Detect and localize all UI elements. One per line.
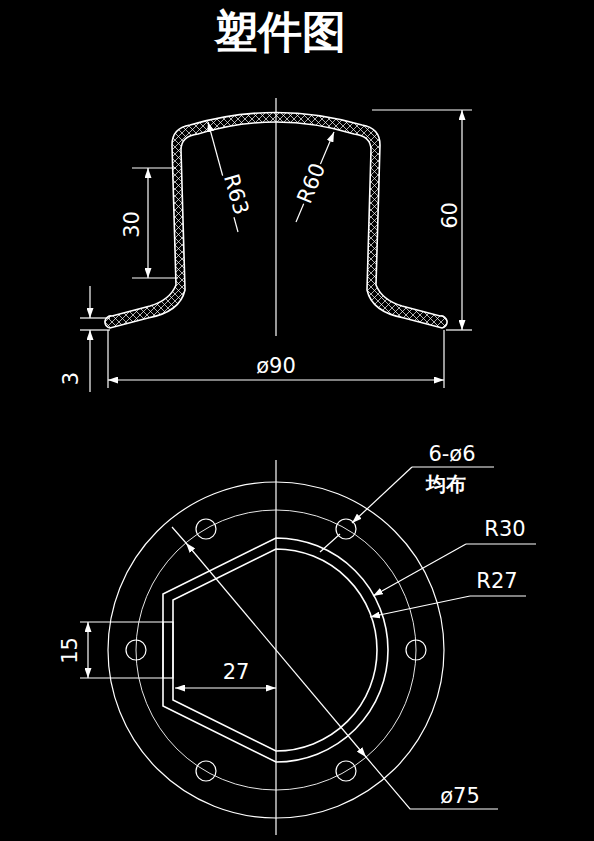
radius-dim: R63	[220, 170, 252, 217]
leader-line	[370, 596, 470, 617]
leader-line	[373, 544, 466, 596]
hole-note: 6-ø6	[427, 444, 476, 465]
dim-text: 30	[121, 210, 142, 239]
center-line	[275, 460, 276, 835]
dim-line	[108, 379, 444, 380]
dim-text: 15	[59, 636, 80, 665]
center-line	[275, 98, 276, 336]
hole-note: 均布	[425, 474, 467, 494]
dim-text: ø75	[439, 786, 481, 807]
dim-line	[147, 168, 148, 278]
leader-line	[352, 467, 412, 523]
dim-line	[461, 110, 462, 330]
drawing-title: 塑件图	[214, 10, 346, 54]
dim-text: 27	[222, 662, 251, 683]
radius-dim: R60	[294, 159, 330, 207]
dim-line	[175, 687, 276, 688]
dim-text: 60	[439, 201, 460, 230]
radius-dim: R30	[483, 519, 526, 540]
dim-text: ø90	[255, 356, 297, 377]
boss-inner	[173, 549, 377, 751]
dim-line	[87, 622, 88, 678]
dim-line	[89, 286, 90, 318]
dim-text: 3	[62, 370, 83, 385]
radius-dim: R27	[475, 571, 518, 592]
dim-line	[89, 330, 90, 392]
leader-line	[186, 543, 366, 757]
